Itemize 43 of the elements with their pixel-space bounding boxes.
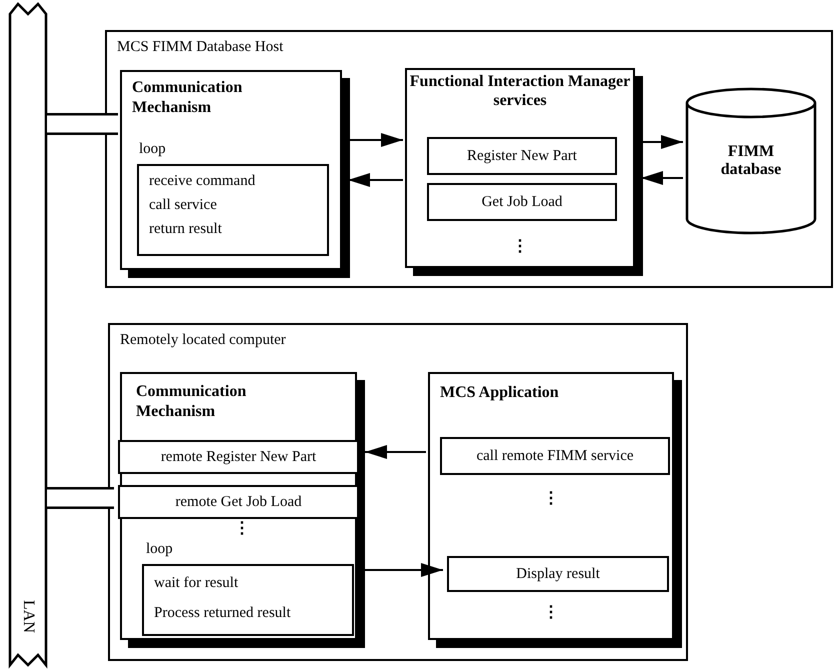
ellipsis-text: ⋮ bbox=[542, 604, 560, 622]
network-pipe bbox=[47, 113, 118, 135]
heading-text: loop bbox=[139, 140, 166, 158]
step-text: Process returned result bbox=[154, 604, 291, 622]
arrow bbox=[348, 173, 403, 187]
service-text: remote Register New Part bbox=[160, 448, 318, 467]
service-text: Get Job Load bbox=[480, 193, 564, 212]
heading-text: Communication Mechanism bbox=[136, 382, 248, 422]
ellipsis-text: ⋮ bbox=[542, 490, 560, 508]
service-box bbox=[118, 440, 359, 474]
arrow bbox=[641, 171, 683, 185]
heading-text: Communication Mechanism bbox=[132, 78, 244, 118]
service-text: remote Get Job Load bbox=[174, 493, 303, 512]
service-box bbox=[427, 183, 617, 221]
step-text: return result bbox=[149, 220, 222, 238]
computer-container bbox=[108, 323, 688, 661]
arrow bbox=[348, 133, 403, 147]
heading-text: loop bbox=[146, 540, 173, 558]
network-pipe bbox=[47, 487, 114, 509]
heading-text: MCS Application bbox=[440, 384, 559, 402]
network-band bbox=[8, 0, 48, 669]
heading-text: Remotely located computer bbox=[120, 331, 286, 349]
arrow bbox=[641, 135, 683, 149]
service-box bbox=[118, 485, 359, 519]
heading-text: FIMM database bbox=[720, 142, 782, 180]
service-text: Display result bbox=[515, 565, 601, 584]
database-cylinder bbox=[685, 87, 817, 235]
heading-text: Functional Interaction Manager services bbox=[408, 72, 632, 110]
step-text: wait for result bbox=[154, 574, 238, 592]
ellipsis-text: ⋮ bbox=[511, 238, 529, 256]
step-text: call service bbox=[149, 196, 217, 214]
service-box bbox=[427, 137, 617, 175]
service-text: call remote FIMM service bbox=[475, 447, 635, 466]
service-box bbox=[440, 437, 670, 475]
service-box bbox=[447, 556, 669, 592]
step-text: receive command bbox=[149, 172, 256, 190]
arrow bbox=[363, 563, 443, 577]
host-container bbox=[105, 30, 833, 288]
service-text: Register New Part bbox=[466, 147, 578, 166]
network-label: LAN bbox=[19, 600, 37, 633]
ellipsis-text: ⋮ bbox=[234, 520, 250, 538]
heading-text: MCS FIMM Database Host bbox=[117, 38, 284, 56]
arrow bbox=[365, 445, 426, 459]
